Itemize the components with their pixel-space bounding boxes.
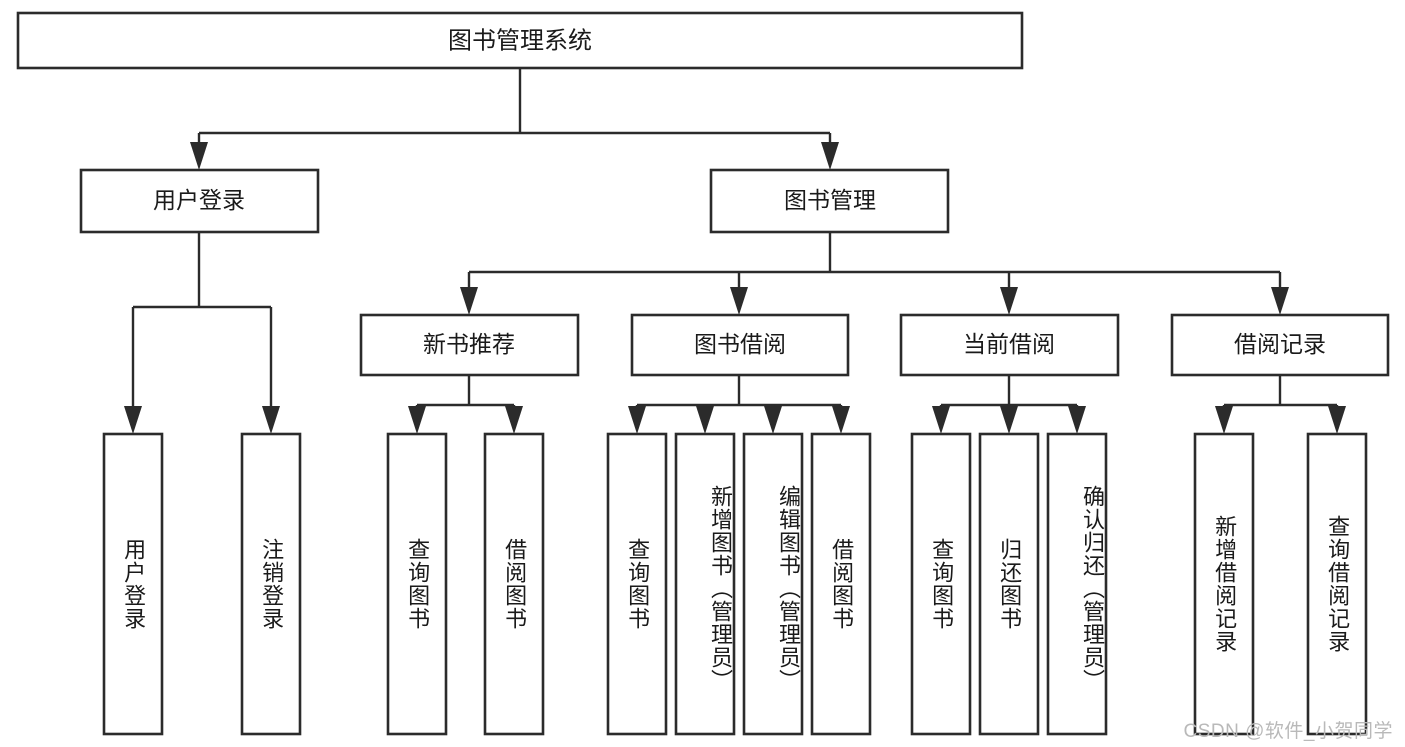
node-leaf-query-book-1[interactable] bbox=[386, 432, 448, 736]
node-root-label: 图书管理系统 bbox=[448, 27, 592, 54]
node-new-book-recommend[interactable] bbox=[359, 313, 580, 377]
node-leaf-borrow-book-2[interactable] bbox=[810, 432, 872, 736]
node-borrow-record-label: 借阅记录 bbox=[1234, 331, 1326, 357]
node-leaf-add-book[interactable] bbox=[674, 432, 736, 736]
arrowhead-leaf-edit-book bbox=[764, 406, 782, 434]
node-book-borrow-label: 图书借阅 bbox=[694, 331, 786, 357]
arrowhead-leaf-query-book-2 bbox=[628, 406, 646, 434]
connector-layer bbox=[124, 68, 1346, 434]
node-leaf-edit-book[interactable] bbox=[742, 432, 804, 736]
node-leaf-logout-login[interactable] bbox=[240, 432, 302, 736]
arrowhead-leaf-borrow-book-1 bbox=[505, 406, 523, 434]
node-layer: 图书管理系统 用户登录 图书管理 新书推荐 图书借阅 当前借阅 借阅记录 bbox=[16, 11, 1390, 736]
node-borrow-record[interactable] bbox=[1170, 313, 1390, 377]
node-book-management-label: 图书管理 bbox=[784, 187, 876, 213]
node-leaf-query-book-2[interactable] bbox=[606, 432, 668, 736]
node-leaf-confirm-return[interactable] bbox=[1046, 432, 1108, 736]
node-leaf-query-record[interactable] bbox=[1306, 432, 1368, 736]
node-user-login-label: 用户登录 bbox=[153, 187, 245, 213]
node-leaf-query-book-3[interactable] bbox=[910, 432, 972, 736]
arrowhead-leaf-confirm-return bbox=[1068, 406, 1086, 434]
arrowhead-leaf-query-record bbox=[1328, 406, 1346, 434]
node-leaf-return-book[interactable] bbox=[978, 432, 1040, 736]
arrowhead-book-management bbox=[821, 142, 839, 170]
node-leaf-borrow-book-1[interactable] bbox=[483, 432, 545, 736]
node-new-book-recommend-label: 新书推荐 bbox=[423, 331, 515, 357]
arrowhead-leaf-add-book bbox=[696, 406, 714, 434]
arrowhead-leaf-return-book bbox=[1000, 406, 1018, 434]
arrowhead-leaf-query-book-1 bbox=[408, 406, 426, 434]
node-current-borrow-label: 当前借阅 bbox=[963, 331, 1055, 357]
arrowhead-leaf-add-record bbox=[1215, 406, 1233, 434]
arrowhead-current-borrow bbox=[1000, 287, 1018, 315]
arrowhead-book-borrow bbox=[730, 287, 748, 315]
arrowhead-leaf-query-book-3 bbox=[932, 406, 950, 434]
node-user-login[interactable] bbox=[79, 168, 320, 234]
csdn-watermark: CSDN @软件_小贺同学 bbox=[1183, 721, 1393, 742]
node-current-borrow[interactable] bbox=[899, 313, 1120, 377]
arrowhead-borrow-record bbox=[1271, 287, 1289, 315]
node-book-management[interactable] bbox=[709, 168, 950, 234]
arrowhead-leaf-logout-login bbox=[262, 406, 280, 434]
node-book-borrow[interactable] bbox=[630, 313, 850, 377]
node-leaf-add-record[interactable] bbox=[1193, 432, 1255, 736]
arrowhead-user-login bbox=[190, 142, 208, 170]
node-leaf-user-login[interactable] bbox=[102, 432, 164, 736]
arrowhead-new-book-recommend bbox=[460, 287, 478, 315]
node-root[interactable] bbox=[16, 11, 1024, 70]
arrowhead-leaf-user-login bbox=[124, 406, 142, 434]
arrowhead-leaf-borrow-book-2 bbox=[832, 406, 850, 434]
